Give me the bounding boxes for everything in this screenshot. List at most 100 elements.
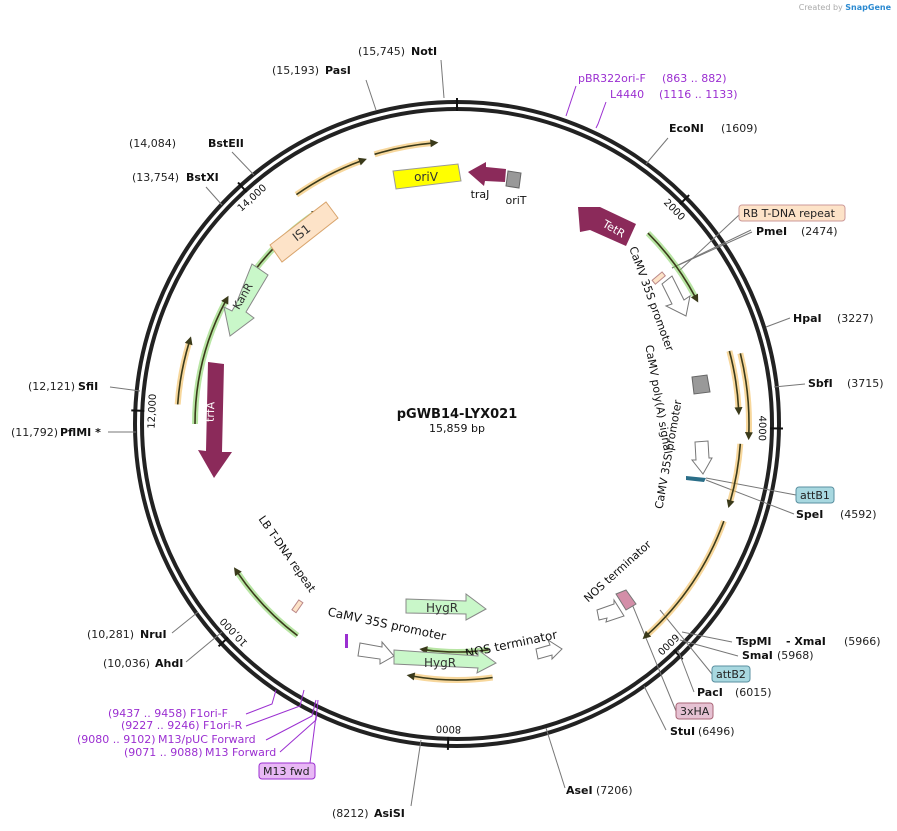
restriction-site-name: NotI	[411, 45, 437, 58]
orf-arc	[728, 350, 740, 410]
attb1-label-box: attB1	[795, 486, 835, 504]
primer-leaders	[245, 85, 607, 764]
feature-label-lb-tdna: LB T-DNA repeat	[256, 513, 319, 595]
primer-name: F1ori-R	[203, 719, 243, 732]
rb-tdna-label: RB T-DNA repeat	[743, 207, 836, 220]
feature-leader-line	[631, 603, 677, 712]
tick-mark	[237, 181, 248, 193]
restriction-site-name: NruI	[140, 628, 167, 641]
restriction-site-name: BstXI	[186, 171, 219, 184]
tick-label: 8000	[436, 723, 462, 735]
feature-label-hygr-1: HygR	[426, 601, 458, 615]
orf-arrow-head	[406, 672, 416, 681]
site-leader-line	[765, 317, 791, 328]
restriction-site-name: SpeI	[796, 508, 823, 521]
orf-arc	[194, 300, 227, 425]
restriction-site-name: PflMI *	[60, 426, 101, 439]
restriction-site-position: (8212)	[332, 807, 369, 820]
orf-arrow-head	[357, 157, 367, 166]
primer-range: (9437 .. 9458)	[108, 707, 187, 720]
feature-attB1-mark	[686, 476, 706, 482]
feature-nos-terminator-1: NOS terminator	[581, 538, 654, 623]
orf-arc	[729, 443, 742, 503]
restriction-site-position: (14,084)	[129, 137, 176, 150]
feature-TetR: TetR	[578, 207, 636, 246]
site-leader-line	[679, 639, 739, 657]
feature-primer-mark	[345, 634, 348, 648]
site-leader-line	[185, 631, 223, 663]
orf-arc	[425, 648, 489, 653]
feature-label-oriV: oriV	[414, 170, 439, 184]
restriction-site-position: (1609)	[721, 122, 758, 135]
restriction-site-position: (3715)	[847, 377, 884, 390]
restriction-site-name: AseI	[566, 784, 593, 797]
restriction-site-name: StuI	[670, 725, 695, 738]
orf-arc	[236, 571, 299, 637]
site-leader-line	[440, 59, 445, 99]
restriction-site-name: PacI	[697, 686, 723, 699]
primer-name: L4440	[610, 88, 644, 101]
tick-mark	[679, 194, 690, 205]
orf-arrow-head	[726, 499, 735, 509]
site-leader-line	[365, 79, 377, 111]
restriction-site-name: PasI	[325, 64, 351, 77]
site-leader-line	[681, 631, 733, 643]
restriction-site-name: EcoNI	[669, 122, 704, 135]
restriction-site-name: PmeI	[756, 225, 787, 238]
orf-arc	[646, 520, 725, 636]
primer-name: M13/pUC Forward	[158, 733, 256, 746]
primer-range: (9227 .. 9246)	[121, 719, 200, 732]
restriction-site-position: (6015)	[735, 686, 772, 699]
primer-range: (9080 .. 9102)	[77, 733, 156, 746]
restriction-site-name: SbfI	[808, 377, 833, 390]
feature-IS1: IS1	[269, 201, 339, 263]
m13fwd-label: M13 fwd	[263, 765, 310, 778]
primer-name: F1ori-F	[190, 707, 228, 720]
site-leader-line	[645, 137, 669, 165]
orf-arc	[295, 160, 362, 196]
site-leader-line	[231, 151, 255, 176]
site-leader-line	[171, 611, 199, 634]
tick-label: 12,000	[147, 394, 159, 429]
restriction-site-name: HpaI	[793, 312, 822, 325]
primer-range: (863 .. 882)	[662, 72, 727, 85]
primer-labels: pBR322ori-F (863 .. 882) L4440 (1116 .. …	[77, 72, 738, 759]
restriction-site-position: (12,121)	[28, 380, 75, 393]
site-leader-line	[410, 739, 422, 807]
restriction-site-position: (15,745)	[358, 45, 405, 58]
orf-arrow-head	[221, 295, 229, 305]
snapgene-credit: Created by SnapGene	[799, 3, 891, 12]
orf-arrow-head	[690, 293, 699, 303]
restriction-site-position: (6496)	[698, 725, 735, 738]
restriction-site-position: (10,281)	[87, 628, 134, 641]
orf-arrow-head	[744, 432, 753, 441]
orf-arc	[739, 353, 750, 435]
restriction-site-position: (2474)	[801, 225, 838, 238]
feature-rb-tdna-mark	[651, 271, 666, 285]
feature-leader-line	[671, 229, 752, 269]
site-leader-line	[109, 386, 141, 392]
restriction-site-name: SmaI	[742, 649, 773, 662]
plasmid-length: 15,859 bp	[429, 422, 485, 435]
restriction-site-position: (4592)	[840, 508, 877, 521]
primer-name: pBR322ori-F	[578, 72, 646, 85]
restriction-site-position: (3227)	[837, 312, 874, 325]
restriction-site-name: AhdI	[155, 657, 183, 670]
restriction-site-position: (7206)	[596, 784, 633, 797]
feature-hygr-2: HygR	[393, 649, 497, 674]
attb2-label: attB2	[716, 668, 746, 681]
site-leader-line	[705, 479, 795, 515]
attb2-label-box: attB2	[711, 665, 751, 683]
feature-KanR: KanR	[223, 263, 269, 337]
restriction-site-name: SfiI	[78, 380, 98, 393]
feature-label-trfA: trfA	[204, 401, 218, 422]
restriction-site-position: (10,036)	[103, 657, 150, 670]
orf-arc	[176, 341, 191, 405]
restriction-site-name: BstEII	[208, 137, 244, 150]
site-leader-line	[773, 383, 806, 388]
orf-arc-halo	[174, 341, 193, 405]
feature-label-oriT: oriT	[505, 194, 526, 207]
feature-traJ: traJ	[468, 162, 506, 201]
orf-arrow-head	[734, 407, 743, 416]
primer-name: M13 Forward	[205, 746, 276, 759]
